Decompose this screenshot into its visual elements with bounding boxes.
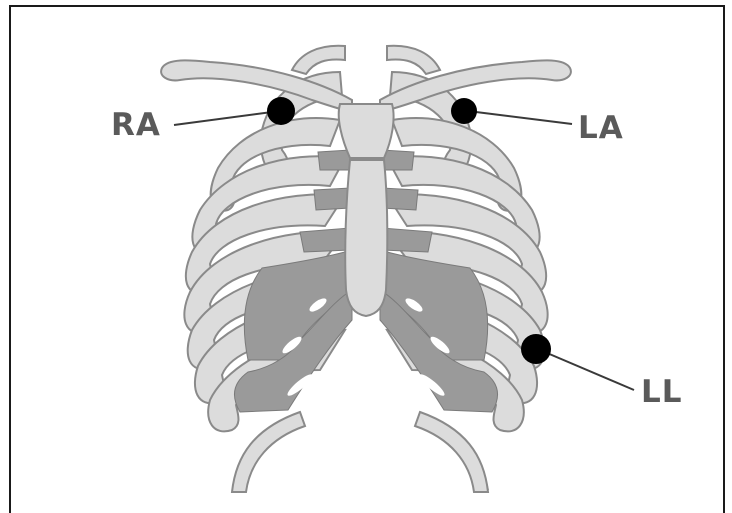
ll-lead-line (540, 350, 634, 390)
ra-lead-line (174, 112, 272, 125)
ra-electrode (267, 97, 295, 125)
ll-label: LL (641, 377, 683, 408)
upper-ribs (292, 46, 440, 74)
la-label: LA (578, 113, 624, 144)
la-electrode (451, 98, 477, 124)
lower-rib-arcs-fill (232, 412, 488, 492)
ra-label: RA (111, 110, 161, 141)
la-lead-line (476, 112, 572, 124)
sternum (339, 104, 394, 316)
ll-electrode (521, 334, 551, 364)
